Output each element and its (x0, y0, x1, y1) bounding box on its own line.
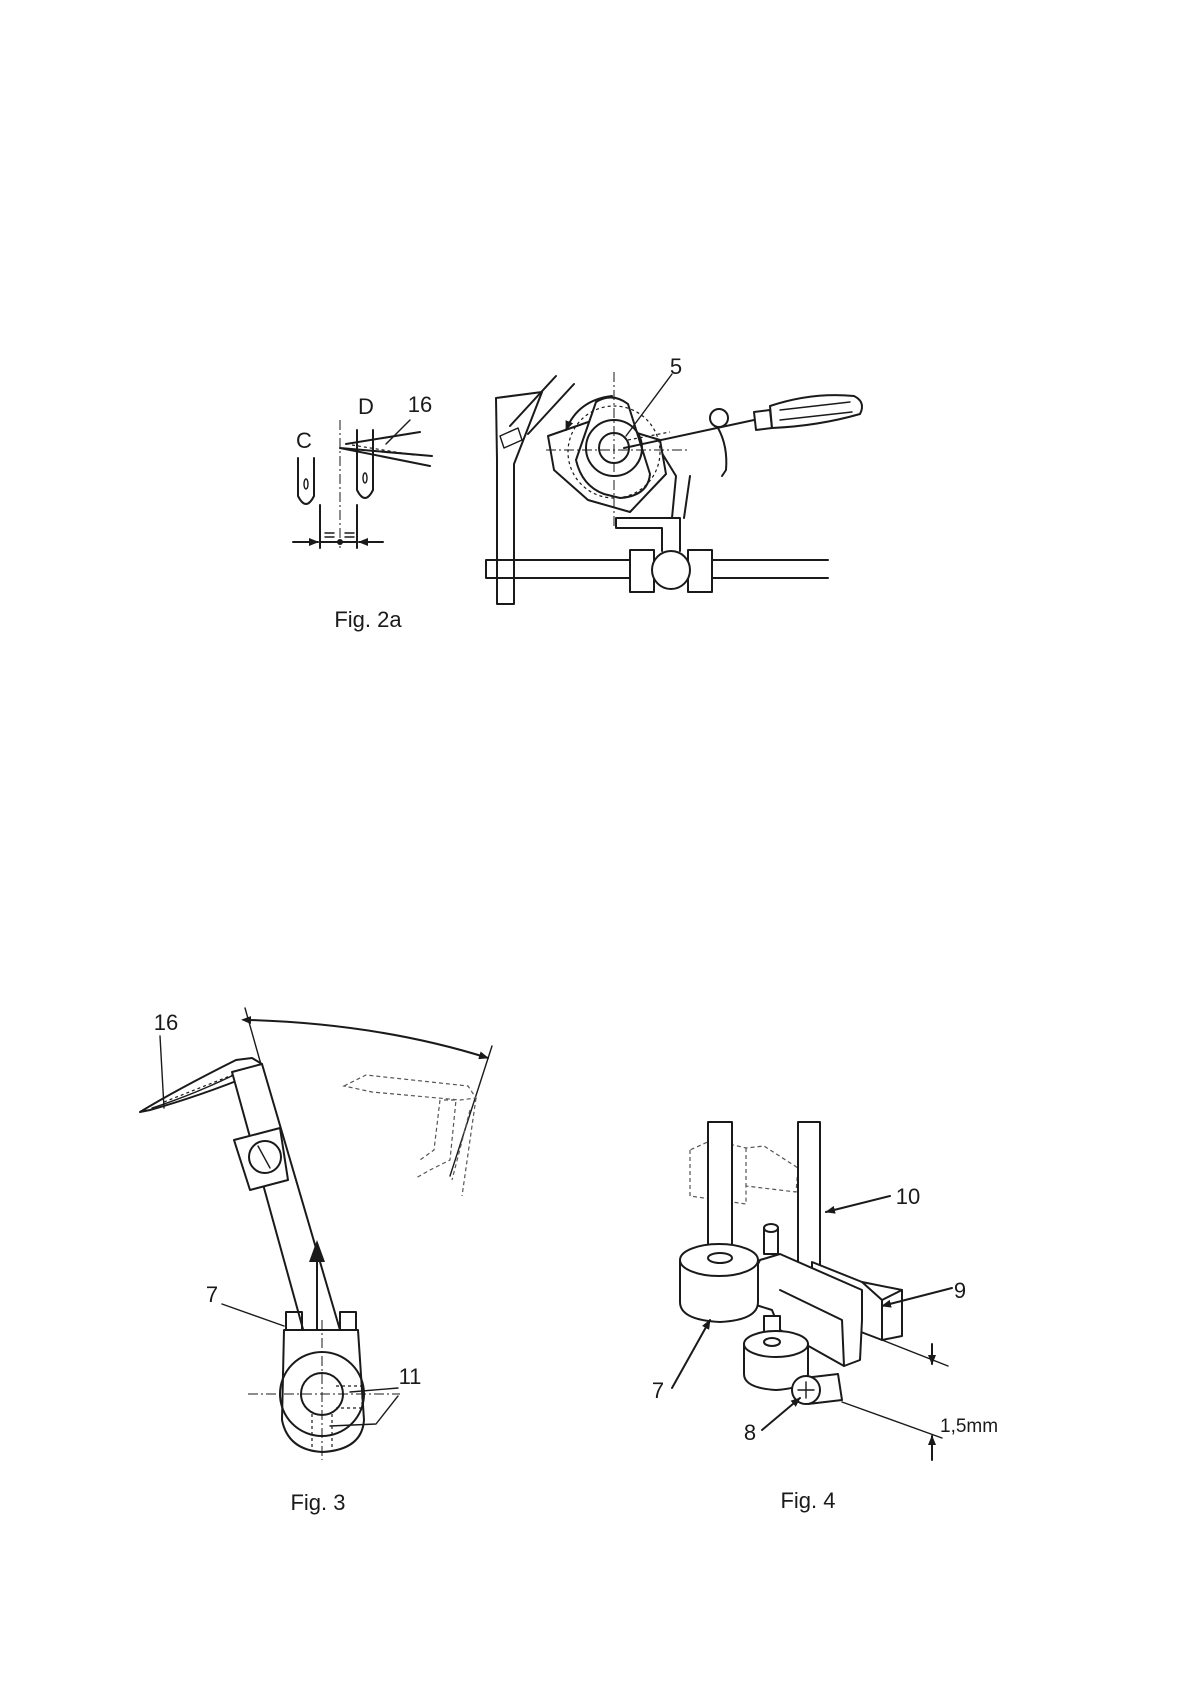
leader-8 (762, 1398, 800, 1430)
leader-10 (826, 1196, 890, 1212)
fig3-looper-diagram (140, 1008, 492, 1460)
pin-top (764, 1224, 778, 1232)
shaft-collar-left (630, 550, 654, 592)
fig2a-adjustment-diagram (486, 372, 862, 604)
needle-bar (496, 392, 542, 604)
fig4-caption: Fig. 4 (780, 1488, 835, 1513)
needle-clamp (500, 428, 522, 448)
looper-shank (232, 1064, 340, 1340)
fig2a-label-16: 16 (408, 392, 432, 417)
collar-7-top (680, 1244, 758, 1276)
fig4-label-8: 8 (744, 1420, 756, 1445)
shaft-hub (652, 551, 690, 589)
dimension-center-dot (337, 539, 343, 545)
clamp-screw (249, 1141, 281, 1173)
fig2a-needle-diagram (293, 420, 432, 548)
fig4-dimension-label: 1,5mm (940, 1416, 998, 1437)
fig2a-caption: Fig. 2a (334, 607, 402, 632)
leader-16 (160, 1036, 164, 1108)
leader-5 (626, 374, 672, 436)
ghost-bracket (690, 1140, 798, 1204)
needle-c (298, 458, 314, 504)
equal-mark-left (325, 533, 334, 537)
main-rod (708, 1122, 732, 1258)
lower-collar-top (744, 1331, 808, 1357)
ghost-looper (344, 1075, 476, 1196)
swing-limit-right (450, 1046, 492, 1176)
fig2a-label-c: C (296, 428, 312, 453)
screwdriver (624, 395, 862, 448)
eccentric-plate (576, 397, 650, 498)
fig3-caption: Fig. 3 (290, 1490, 345, 1515)
fig4-label-7: 7 (652, 1378, 664, 1403)
equal-mark-right (345, 533, 354, 537)
dimension-extension-lower (842, 1402, 942, 1438)
leader-7 (222, 1304, 284, 1326)
leader-7 (672, 1320, 710, 1388)
needle-bar-upper (510, 376, 574, 434)
dimension-extension-upper (882, 1340, 948, 1366)
swing-arc-arrow (250, 1020, 488, 1058)
looper-tip-16 (340, 432, 432, 466)
fig3-label-11: 11 (399, 1364, 422, 1389)
fig3-label-16: 16 (154, 1010, 178, 1035)
fig3-label-7: 7 (206, 1282, 218, 1307)
fig4-assembly-diagram (672, 1122, 952, 1460)
looper-arm (616, 518, 680, 551)
leader-16 (386, 420, 410, 444)
looper-holder-body (282, 1330, 364, 1452)
fig2a-label-5: 5 (670, 354, 682, 379)
shaft-collar-right (688, 550, 712, 592)
fig4-label-10: 10 (896, 1184, 920, 1209)
fig2a-label-d: D (358, 394, 374, 419)
fig4-label-9: 9 (954, 1278, 966, 1303)
finger-icon (710, 409, 728, 476)
